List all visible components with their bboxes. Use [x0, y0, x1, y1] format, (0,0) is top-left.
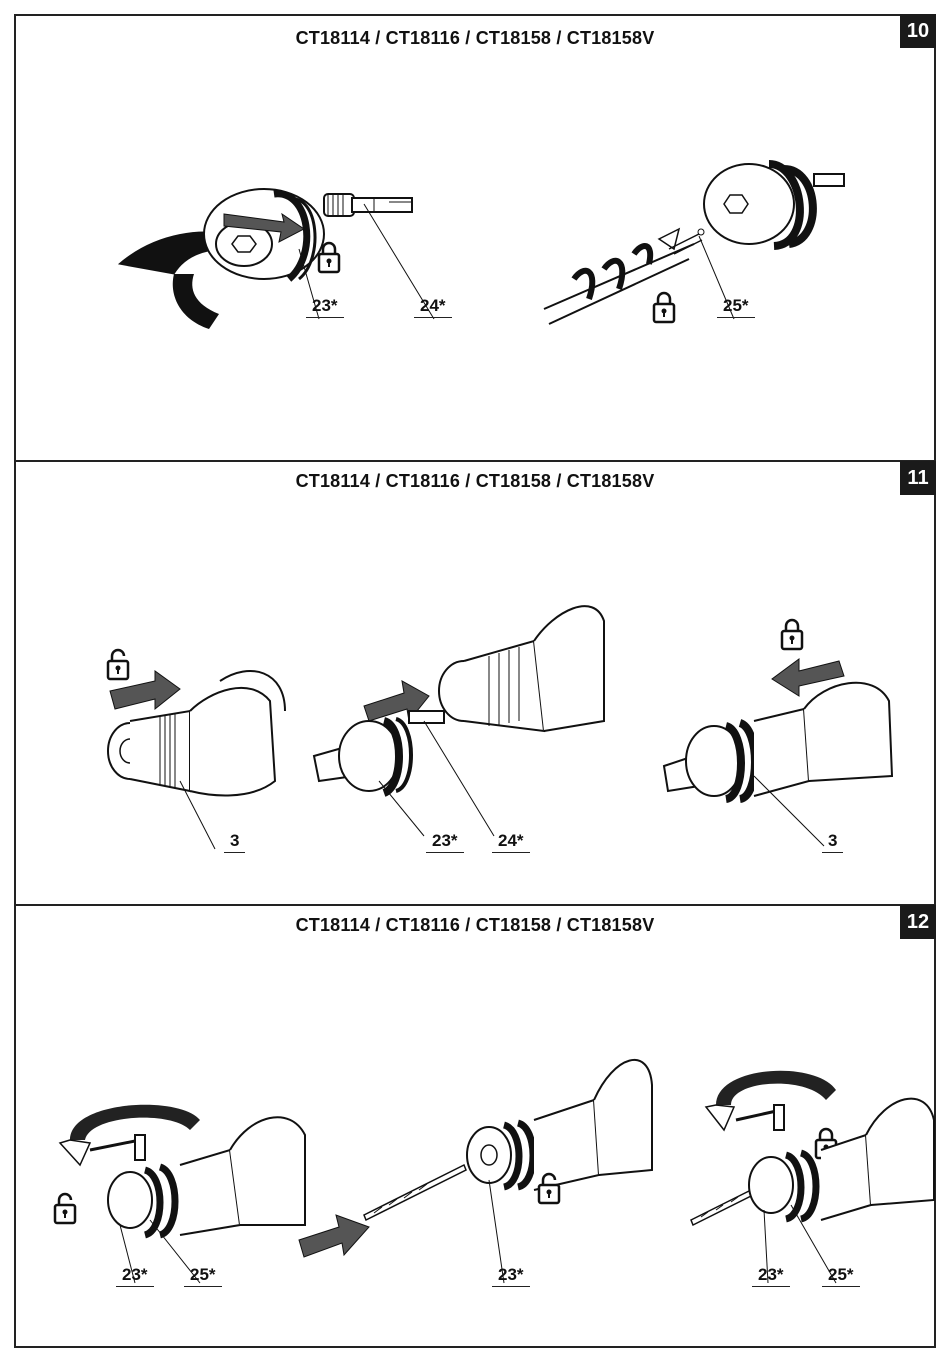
sleeve-release-illustration — [100, 621, 290, 851]
rotation-arrow-icon — [716, 1071, 836, 1105]
callout-label: 25* — [717, 296, 755, 318]
panel-title: CT18114 / CT18116 / CT18158 / CT18158V — [14, 471, 936, 492]
callout-label: 23* — [306, 296, 344, 318]
chuck-open-illustration — [50, 1065, 310, 1285]
panel-title: CT18114 / CT18116 / CT18158 / CT18158V — [14, 915, 936, 936]
callout-label: 25* — [822, 1265, 860, 1287]
lock-icon — [654, 293, 674, 322]
callout-label: 23* — [116, 1265, 154, 1287]
callout-label: 24* — [414, 296, 452, 318]
callout-label: 23* — [426, 831, 464, 853]
bit-insert-illustration — [294, 1015, 654, 1285]
unlock-icon — [108, 650, 128, 679]
panel-10: 10 CT18114 / CT18116 / CT18158 / CT18158… — [14, 14, 936, 460]
callout-label: 23* — [492, 1265, 530, 1287]
callout-label: 3 — [224, 831, 245, 853]
sleeve-lock-illustration — [654, 601, 894, 851]
panel-11: 11 CT18114 / CT18116 / CT18158 / CT18158… — [14, 461, 936, 904]
lock-icon — [782, 620, 802, 649]
panel-title: CT18114 / CT18116 / CT18158 / CT18158V — [14, 28, 936, 49]
push-arrow-icon — [299, 1215, 369, 1257]
callout-label: 3 — [822, 831, 843, 853]
lock-icon — [319, 243, 339, 272]
callout-label: 24* — [492, 831, 530, 853]
callout-label: 23* — [752, 1265, 790, 1287]
screw-removal-illustration — [529, 144, 859, 344]
panel-12: 12 CT18114 / CT18116 / CT18158 / CT18158… — [14, 905, 936, 1348]
chuck-close-illustration — [686, 1035, 936, 1285]
unlock-icon — [55, 1194, 75, 1223]
chuck-removal-illustration — [114, 144, 434, 344]
chuck-insert-illustration — [304, 581, 614, 851]
callout-label: 25* — [184, 1265, 222, 1287]
